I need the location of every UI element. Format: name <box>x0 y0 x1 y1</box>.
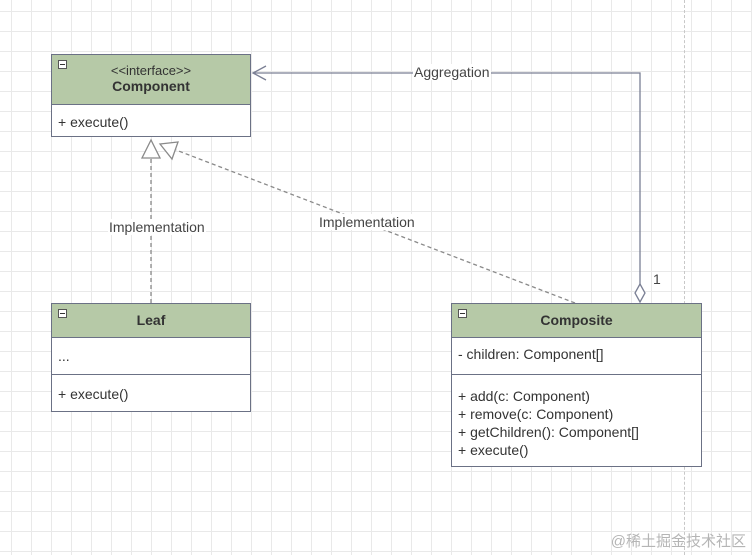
attribute-line: - children: Component[] <box>458 346 604 362</box>
leaf-header: Leaf <box>52 304 250 338</box>
leaf-methods: + execute() <box>52 375 250 411</box>
composite-implementation-label: Implementation <box>318 214 416 230</box>
method-line: + execute() <box>458 442 529 458</box>
collapse-icon[interactable] <box>58 309 67 318</box>
component-header: <<interface>> Component <box>52 55 250 105</box>
attribute-line: ... <box>58 348 70 364</box>
page-divider-line <box>684 0 685 555</box>
collapse-icon[interactable] <box>458 309 467 318</box>
component-stereotype: <<interface>> <box>110 63 192 78</box>
composite-header: Composite <box>452 304 701 338</box>
leaf-name: Leaf <box>136 312 166 328</box>
composite-implementation-arrowhead <box>158 141 179 161</box>
leaf-class[interactable]: Leaf ... + execute() <box>51 303 251 412</box>
method-line: + getChildren(): Component[] <box>458 424 639 440</box>
aggregation-label: Aggregation <box>413 64 491 80</box>
composite-class[interactable]: Composite - children: Component[] + add(… <box>451 303 702 467</box>
leaf-implementation-label: Implementation <box>108 219 206 235</box>
composite-name: Composite <box>540 312 613 328</box>
collapse-icon[interactable] <box>58 60 67 69</box>
aggregation-diamond <box>634 282 646 304</box>
component-name: Component <box>112 78 190 94</box>
aggregation-arrowhead <box>251 65 267 81</box>
leaf-attributes: ... <box>52 338 250 375</box>
method-line: + remove(c: Component) <box>458 406 614 422</box>
component-class[interactable]: <<interface>> Component + execute() <box>51 54 251 137</box>
method-line: + add(c: Component) <box>458 388 590 404</box>
watermark: @稀土掘金技术社区 <box>610 533 746 550</box>
aggregation-connector <box>254 72 641 287</box>
composite-attributes: - children: Component[] <box>452 338 701 375</box>
method-line: + execute() <box>58 386 129 402</box>
aggregation-multiplicity: 1 <box>653 271 661 287</box>
composite-methods: + add(c: Component) + remove(c: Componen… <box>452 375 701 466</box>
method-line: + execute() <box>58 114 129 130</box>
component-methods: + execute() <box>52 105 250 136</box>
leaf-implementation-arrowhead <box>140 138 162 159</box>
